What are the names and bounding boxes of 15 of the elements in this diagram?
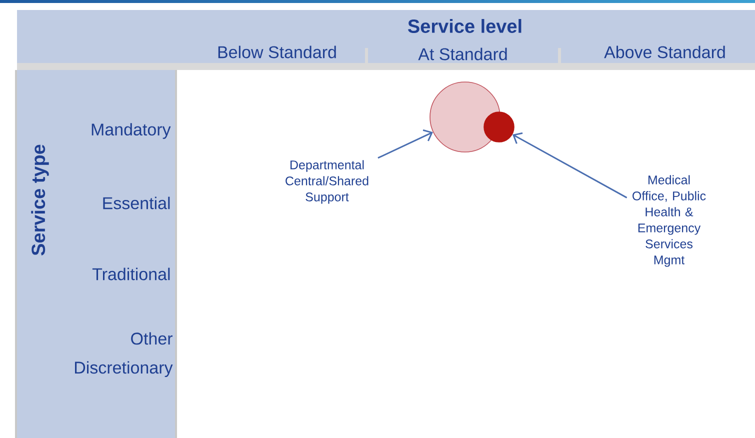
axis-title: Service type	[31, 144, 49, 256]
column-header: Below Standard	[218, 46, 336, 58]
row-header: Mandatory	[92, 123, 171, 139]
row-header: Other Discretionary	[75, 332, 173, 378]
bubble-label: Medical Office, Public Health & Emergency Services Mgmt	[632, 175, 706, 267]
column-header: At Standard	[418, 48, 507, 60]
row-header: Essential	[103, 196, 170, 210]
axis-title: Service level	[408, 19, 522, 33]
bubble	[430, 82, 500, 152]
column-header: Above Standard	[604, 46, 725, 58]
bubble	[484, 112, 514, 142]
arrow	[378, 129, 433, 159]
arrow	[512, 132, 628, 198]
bubble-label: Departmental Central/Shared Support	[286, 160, 368, 204]
row-header: Traditional	[92, 268, 170, 280]
